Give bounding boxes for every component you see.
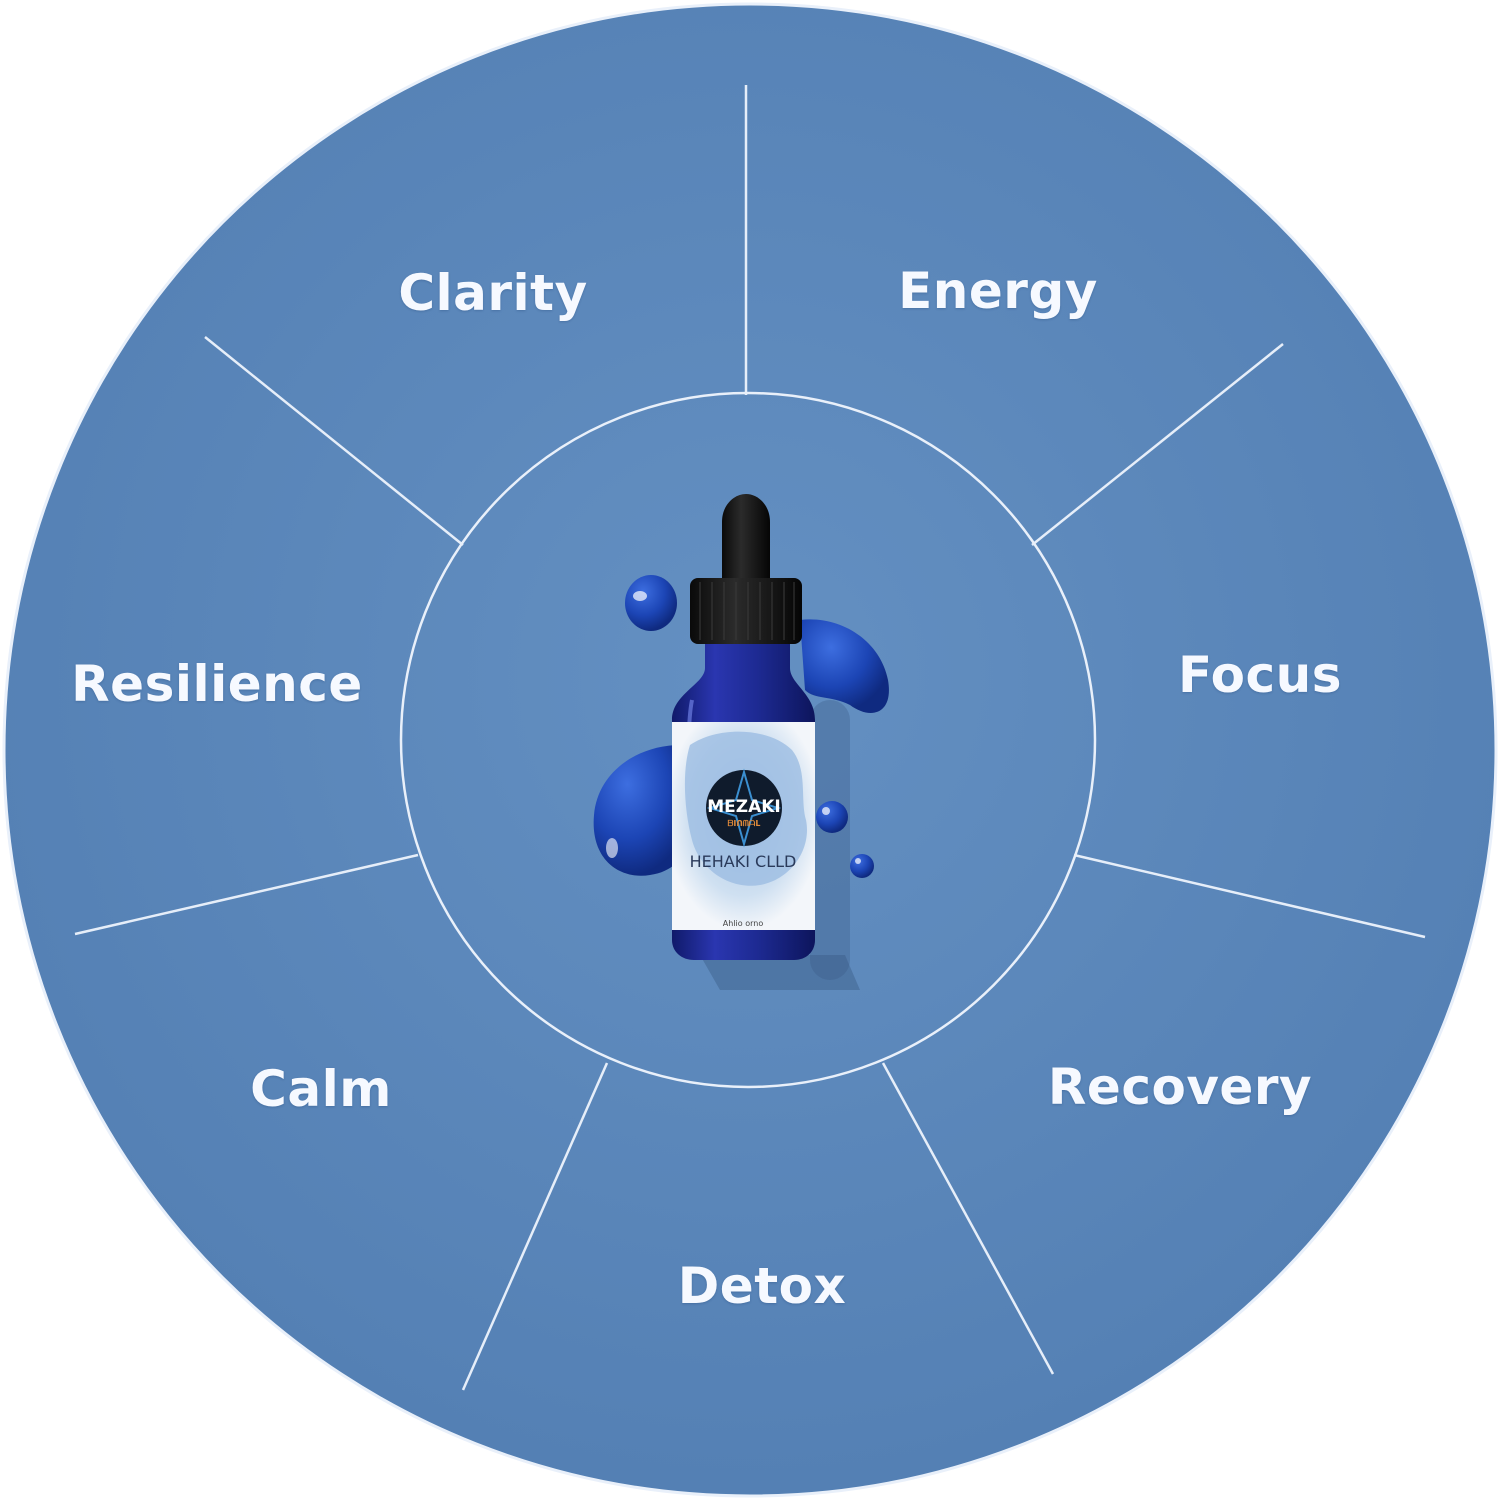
divider-calm-resilience [74, 853, 419, 936]
bottle-cap [690, 578, 802, 644]
droplet [625, 575, 677, 631]
logo-subtitle-text: ᗷIᑎᗰᗩᒪ [728, 819, 761, 828]
product-footer-text: Ahlio orno [723, 919, 764, 928]
droplet [800, 619, 889, 713]
divider-focus-recovery [1073, 853, 1426, 939]
droplet [850, 854, 874, 878]
divider-energy-focus [1031, 343, 1284, 546]
segment-label-clarity: Clarity [398, 264, 588, 322]
droplet [816, 801, 848, 833]
segment-label-resilience: Resilience [71, 655, 363, 713]
droplet [593, 745, 690, 876]
dropper-bulb [722, 494, 770, 590]
segment-dividers [74, 85, 1426, 1391]
product-name-text: HEHAKI CLLD [690, 852, 797, 871]
divider-recovery-detox [881, 1062, 1055, 1375]
logo-brand-text: MEZAKI [707, 797, 781, 817]
divider-detox-calm [461, 1062, 609, 1391]
product-bottle-image: MEZAKI ᗷIᑎᗰᗩᒪ HEHAKI CLLD Ahlio orno [593, 494, 889, 990]
logo-emblem [706, 770, 782, 846]
segment-label-focus: Focus [1178, 646, 1342, 704]
segment-label-recovery: Recovery [1047, 1058, 1313, 1116]
segment-label-calm: Calm [250, 1060, 392, 1118]
inner-circle [399, 391, 1097, 1089]
segment-label-energy: Energy [898, 262, 1098, 320]
divider-resilience-clarity [204, 336, 464, 546]
segment-label-detox: Detox [677, 1257, 847, 1315]
